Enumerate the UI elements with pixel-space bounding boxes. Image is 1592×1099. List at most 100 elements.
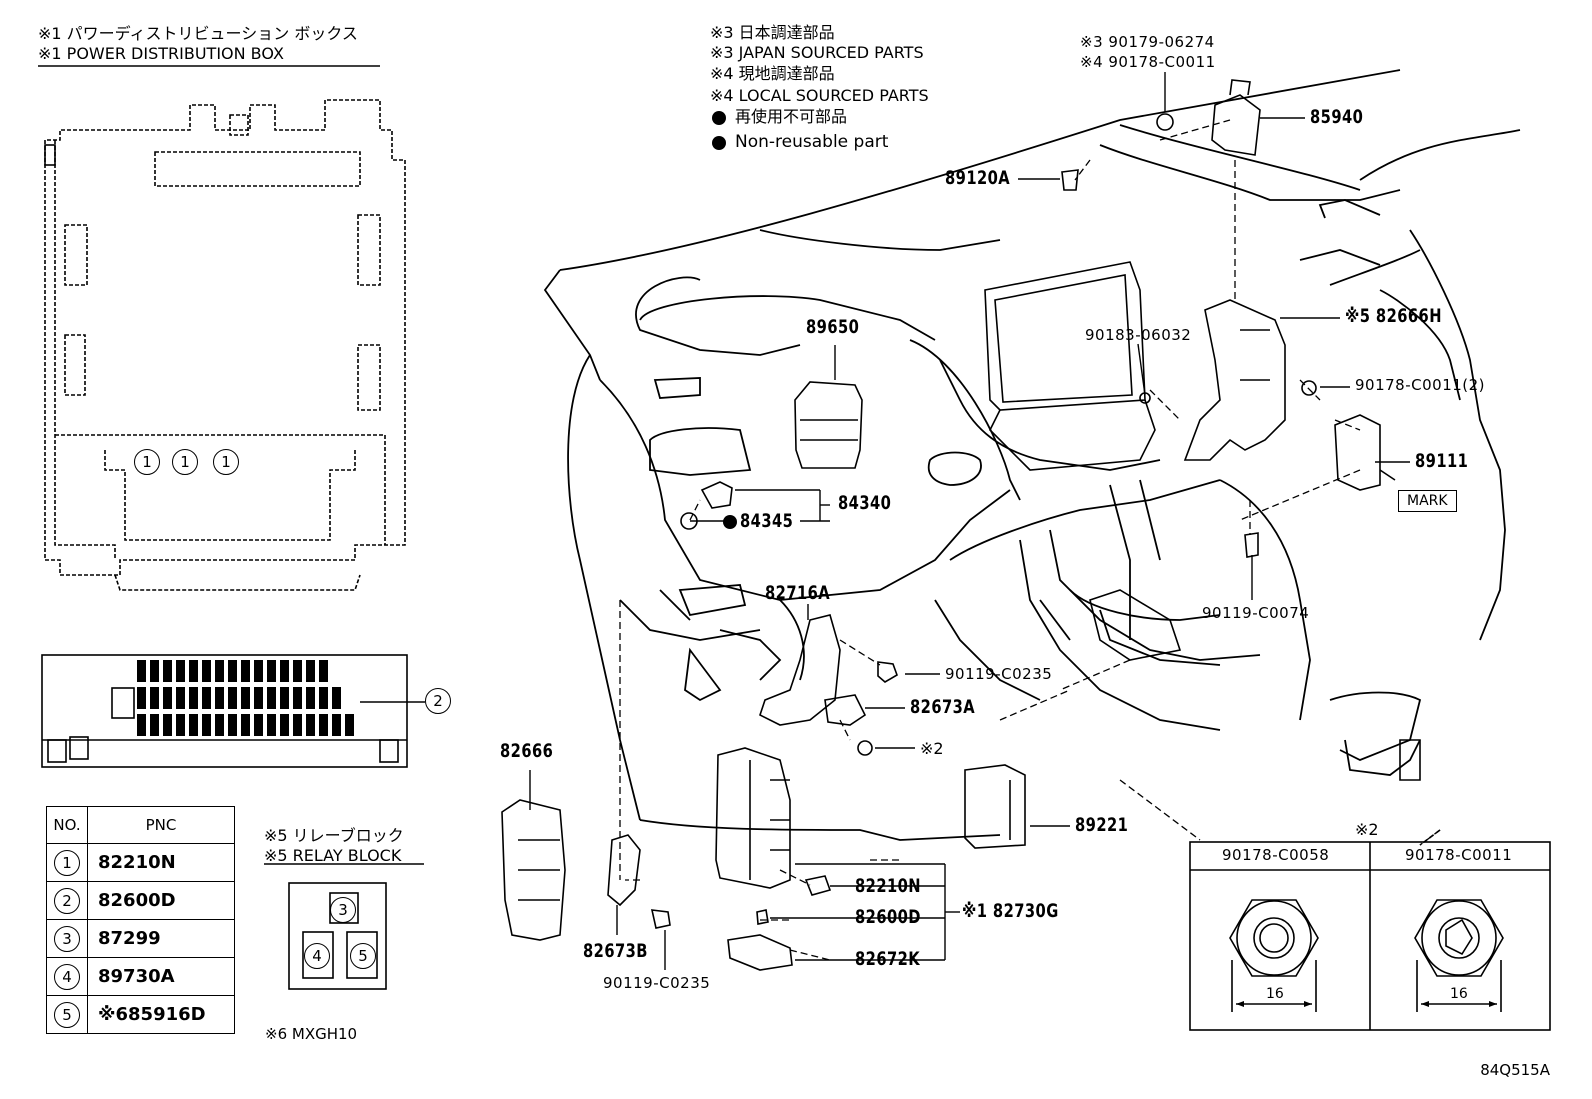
arrow-right xyxy=(1304,1001,1312,1007)
component-89221 xyxy=(964,764,1026,849)
fuse-slot xyxy=(254,714,263,736)
fuse-slot xyxy=(267,687,276,709)
fuse-slot xyxy=(254,687,263,709)
fuse-slot xyxy=(332,714,341,736)
bullet-nonreuse-en xyxy=(712,136,726,150)
fuse-slot xyxy=(189,660,198,682)
bullet-nonreuse-jp xyxy=(712,111,726,125)
bolt-90119-c0235b xyxy=(650,909,671,929)
fuse-slot xyxy=(267,714,276,736)
pn-90119-c0235-a: 90119-C0235 xyxy=(945,665,1053,683)
fuse-slot xyxy=(332,687,341,709)
pdb-title-jp: ※1 パワーディストリビューション ボックス xyxy=(38,24,358,43)
fuse-slot xyxy=(163,687,172,709)
fuse-slot xyxy=(267,660,276,682)
fuse-slot xyxy=(241,714,250,736)
clip-90183 xyxy=(1139,392,1151,404)
component-82666 xyxy=(501,799,566,941)
fuse-grid xyxy=(137,660,354,736)
mark-label: MARK xyxy=(1398,490,1457,512)
fuse-slot xyxy=(137,687,146,709)
fuse-slot xyxy=(241,660,250,682)
fuse-slot xyxy=(137,714,146,736)
arrow-left xyxy=(1236,1001,1244,1007)
component-85940 xyxy=(1211,79,1261,156)
nut-box-note: ※2 xyxy=(1355,820,1379,839)
arrow-right-2 xyxy=(1489,1001,1497,1007)
fuse-slot xyxy=(293,687,302,709)
pdb-title-en: ※1 POWER DISTRIBUTION BOX xyxy=(38,44,284,63)
component-82210N xyxy=(804,875,832,896)
pn-85940: 85940 xyxy=(1310,106,1364,128)
pdb-circle-1a: 1 xyxy=(134,449,160,475)
fuse-slot xyxy=(202,714,211,736)
pdb-circle-2: 2 xyxy=(425,688,451,714)
fuse-slot xyxy=(293,660,302,682)
note3-en: ※3 JAPAN SOURCED PARTS xyxy=(710,43,924,62)
nut-right-pn: 90178-C0011 xyxy=(1405,846,1513,864)
relay-title-jp: ※5 リレーブロック xyxy=(264,826,404,845)
nut-detail-box xyxy=(1189,841,1551,1031)
pn-82673A: 82673A xyxy=(910,696,976,718)
note6: ※6 MXGH10 xyxy=(265,1025,358,1043)
pn-90179-06274: ※3 90179-06274 xyxy=(1080,33,1215,51)
nonreuse-en: Non-reusable part xyxy=(735,132,889,152)
fuse-slot xyxy=(228,714,237,736)
pdb-circle-1c: 1 xyxy=(213,449,239,475)
component-82600D xyxy=(756,909,769,925)
pn-82673B: 82673B xyxy=(583,940,648,962)
nut-left-dim: 16 xyxy=(1266,986,1284,1002)
pn-90119-c0235-b: 90119-C0235 xyxy=(603,974,711,992)
note3-jp: ※3 日本調達部品 xyxy=(710,23,835,42)
nut-note2 xyxy=(857,740,873,756)
fuse-slot xyxy=(215,687,224,709)
component-82672K xyxy=(727,934,793,971)
pn-89650: 89650 xyxy=(806,316,860,338)
pn-82672K: 82672K xyxy=(855,948,921,970)
relay-circle-3: 3 xyxy=(330,897,356,923)
power-distribution-box-side-view xyxy=(41,654,408,768)
note4-en: ※4 LOCAL SOURCED PARTS xyxy=(710,86,929,105)
fuse-slot xyxy=(280,687,289,709)
fuse-slot xyxy=(150,660,159,682)
pn-89111: 89111 xyxy=(1415,450,1469,472)
pn-82716A: 82716A xyxy=(765,582,831,604)
diagram-ref-code: 84Q515A xyxy=(1480,1061,1550,1079)
relay-block-box xyxy=(288,882,387,990)
relay-slot-5 xyxy=(346,931,378,979)
fuse-slot xyxy=(202,687,211,709)
leader-lines xyxy=(619,119,1441,961)
pn-90119-c0074: 90119-C0074 xyxy=(1202,604,1310,622)
relay-circle-5: 5 xyxy=(350,943,376,969)
fuse-slot xyxy=(137,660,146,682)
pn-82666: 82666 xyxy=(500,740,554,762)
fuse-slot xyxy=(176,714,185,736)
fuse-slot xyxy=(176,660,185,682)
pn-90178-c0011-a: ※4 90178-C0011 xyxy=(1080,53,1216,71)
note2-label: ※2 xyxy=(920,739,944,758)
arrow-left-2 xyxy=(1421,1001,1429,1007)
table-row: 5 ※685916D xyxy=(46,995,235,1034)
fuse-slot xyxy=(319,687,328,709)
fuse-slot xyxy=(280,714,289,736)
fuse-slot xyxy=(306,687,315,709)
fuse-slot xyxy=(215,714,224,736)
bolt-90119-c0235a xyxy=(877,661,898,683)
fuse-slot xyxy=(176,687,185,709)
fuse-slot xyxy=(150,687,159,709)
fuse-slot xyxy=(215,660,224,682)
pn-90178-c0011-2: 90178-C0011(2) xyxy=(1355,376,1486,394)
pn-82730G: ※1 82730G xyxy=(962,900,1059,922)
relay-slot-4 xyxy=(302,931,334,979)
nut-right-dim: 16 xyxy=(1450,986,1468,1002)
component-84340 xyxy=(700,481,733,509)
fuse-slot xyxy=(319,660,328,682)
nonreuse-jp: 再使用不可部品 xyxy=(735,107,848,126)
bolt-90119-c0074 xyxy=(1244,532,1259,558)
component-89120A xyxy=(1061,169,1079,191)
component-82716A xyxy=(759,614,841,726)
nut-90179 xyxy=(1156,113,1174,131)
table-row: 2 82600D xyxy=(46,881,235,920)
pn-82666H: ※5 82666H xyxy=(1345,305,1442,327)
